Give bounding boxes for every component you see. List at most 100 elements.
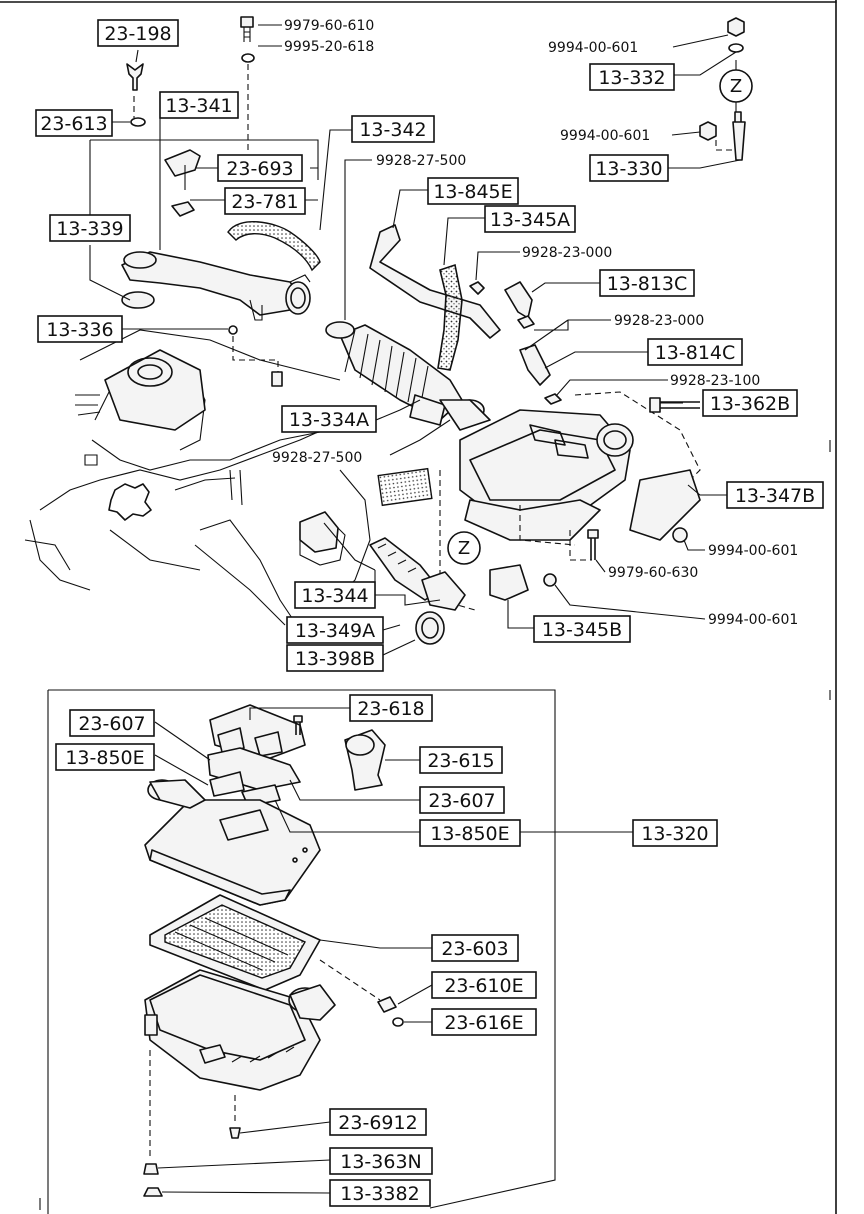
svg-text:23-607: 23-607	[78, 713, 145, 735]
filter-element-23-603-part	[149, 894, 321, 991]
screw-23-618-part	[293, 715, 303, 735]
stud-13-330-part	[732, 111, 746, 161]
svg-text:Z: Z	[458, 538, 470, 559]
dash-z	[519, 505, 576, 546]
sensor-13-336-part	[228, 325, 238, 335]
svg-text:13-347B: 13-347B	[735, 485, 815, 507]
clamp-part-b	[517, 315, 535, 329]
part-label-23-603: 23-603	[431, 934, 519, 962]
duct-13-845e-part	[369, 224, 501, 339]
number-9928-23-000-mid: 9928-23-000	[614, 313, 704, 329]
filter-pad-part	[377, 467, 433, 507]
part-label-23-198: 23-198	[97, 19, 179, 47]
hose-13-813c-part	[504, 281, 533, 319]
part-label-23-607-a: 23-607	[69, 709, 155, 737]
ring-13-398b-part	[415, 611, 445, 645]
number-9928-27-500-bottom: 9928-27-500	[272, 450, 362, 466]
svg-text:13-339: 13-339	[56, 218, 123, 240]
number-9994-00-601-bottom: 9994-00-601	[708, 612, 798, 628]
part-label-13-850e-a: 13-850E	[55, 743, 155, 771]
svg-text:23-6912: 23-6912	[338, 1112, 417, 1134]
svg-text:23-616E: 23-616E	[444, 1012, 523, 1034]
bolt-9979-60-630-part	[587, 529, 599, 560]
svg-text:Z: Z	[730, 76, 742, 97]
bolt-top-part	[240, 16, 254, 42]
nut-13-330-part	[699, 121, 717, 141]
svg-text:23-618: 23-618	[357, 698, 424, 720]
part-label-13-362b: 13-362B	[702, 389, 798, 417]
wing-bolt-part	[126, 63, 144, 91]
svg-text:13-363N: 13-363N	[340, 1151, 422, 1173]
dash-cover	[574, 391, 701, 491]
clip-23-781-part	[171, 201, 195, 217]
svg-text:13-3382: 13-3382	[340, 1183, 419, 1205]
grommet-13-363n-part	[143, 1163, 159, 1175]
svg-text:13-320: 13-320	[641, 823, 708, 845]
ring-inner	[421, 617, 439, 639]
part-label-13-344: 13-344	[294, 581, 376, 609]
svg-text:13-850E: 13-850E	[65, 747, 144, 769]
part-label-13-813c: 13-813C	[599, 269, 695, 297]
number-9995-20-618: 9995-20-618	[284, 39, 374, 55]
number-9979-60-630: 9979-60-630	[608, 565, 698, 581]
part-label-13-336: 13-336	[37, 315, 123, 343]
air-cleaner-assembly-part	[439, 399, 634, 541]
hose-ribs	[377, 543, 417, 573]
part-label-13-342: 13-342	[351, 115, 435, 143]
fitting-part	[271, 371, 283, 387]
svg-text:13-332: 13-332	[598, 67, 665, 89]
svg-text:13-345B: 13-345B	[542, 619, 622, 641]
part-label-23-693: 23-693	[217, 154, 303, 182]
part-label-13-341: 13-341	[159, 91, 239, 119]
air-hose-13-334a-part	[325, 321, 463, 426]
part-label-13-330: 13-330	[589, 154, 669, 182]
clamp-part-c	[544, 393, 562, 405]
number-9928-23-000-top: 9928-23-000	[522, 245, 612, 261]
bracket-13-345b-part	[489, 564, 529, 601]
part-label-13-363n: 13-363N	[329, 1147, 433, 1175]
washer-top	[241, 53, 255, 63]
washer-13-332-part	[728, 43, 744, 53]
number-9979-60-610: 9979-60-610	[284, 18, 374, 34]
number-9994-00-601-bracket: 9994-00-601	[708, 543, 798, 559]
dash-sensor	[232, 336, 279, 372]
dash-grommet	[319, 959, 381, 1001]
part-label-13-332: 13-332	[589, 63, 675, 91]
screw-23-6912-part	[229, 1127, 241, 1139]
nut-9994-00-601-part	[672, 527, 688, 543]
elbow-23-615-part	[344, 729, 386, 791]
part-label-13-850e-b: 13-850E	[419, 819, 521, 847]
svg-text:23-607: 23-607	[428, 790, 495, 812]
svg-text:13-345A: 13-345A	[490, 209, 570, 231]
svg-text:13-336: 13-336	[46, 319, 113, 341]
grommet-23-610e-part	[377, 996, 397, 1013]
svg-text:23-198: 23-198	[104, 23, 171, 45]
bracket-23-693-part	[164, 149, 201, 190]
part-label-13-320: 13-320	[632, 819, 718, 847]
number-9928-27-500-top: 9928-27-500	[376, 153, 466, 169]
mount-13-3382-part	[143, 1187, 163, 1197]
svg-text:13-349A: 13-349A	[295, 620, 375, 642]
svg-text:13-341: 13-341	[165, 95, 232, 117]
part-label-23-607-b: 23-607	[419, 786, 505, 814]
hose-13-342-part	[227, 221, 321, 272]
part-label-23-6912: 23-6912	[329, 1108, 427, 1136]
svg-text:13-398B: 13-398B	[295, 648, 375, 670]
bracket-13-347b-part	[629, 469, 701, 541]
svg-text:13-813C: 13-813C	[607, 273, 688, 295]
intake-pipe-13-341-part	[121, 251, 311, 321]
part-label-23-613: 23-613	[35, 109, 113, 137]
svg-text:13-344: 13-344	[301, 585, 368, 607]
svg-text:23-781: 23-781	[231, 191, 298, 213]
part-label-13-349a: 13-349A	[286, 616, 384, 644]
part-label-23-781: 23-781	[224, 187, 306, 215]
part-label-13-814c: 13-814C	[647, 338, 743, 366]
dash-stud	[715, 140, 735, 151]
svg-text:13-334A: 13-334A	[289, 409, 369, 431]
svg-text:13-845E: 13-845E	[433, 181, 512, 203]
part-label-23-610e: 23-610E	[431, 971, 537, 999]
svg-text:23-693: 23-693	[226, 158, 293, 180]
part-label-23-615: 23-615	[419, 746, 503, 774]
air-cleaner-cover-part	[144, 779, 321, 906]
svg-text:13-330: 13-330	[595, 158, 662, 180]
